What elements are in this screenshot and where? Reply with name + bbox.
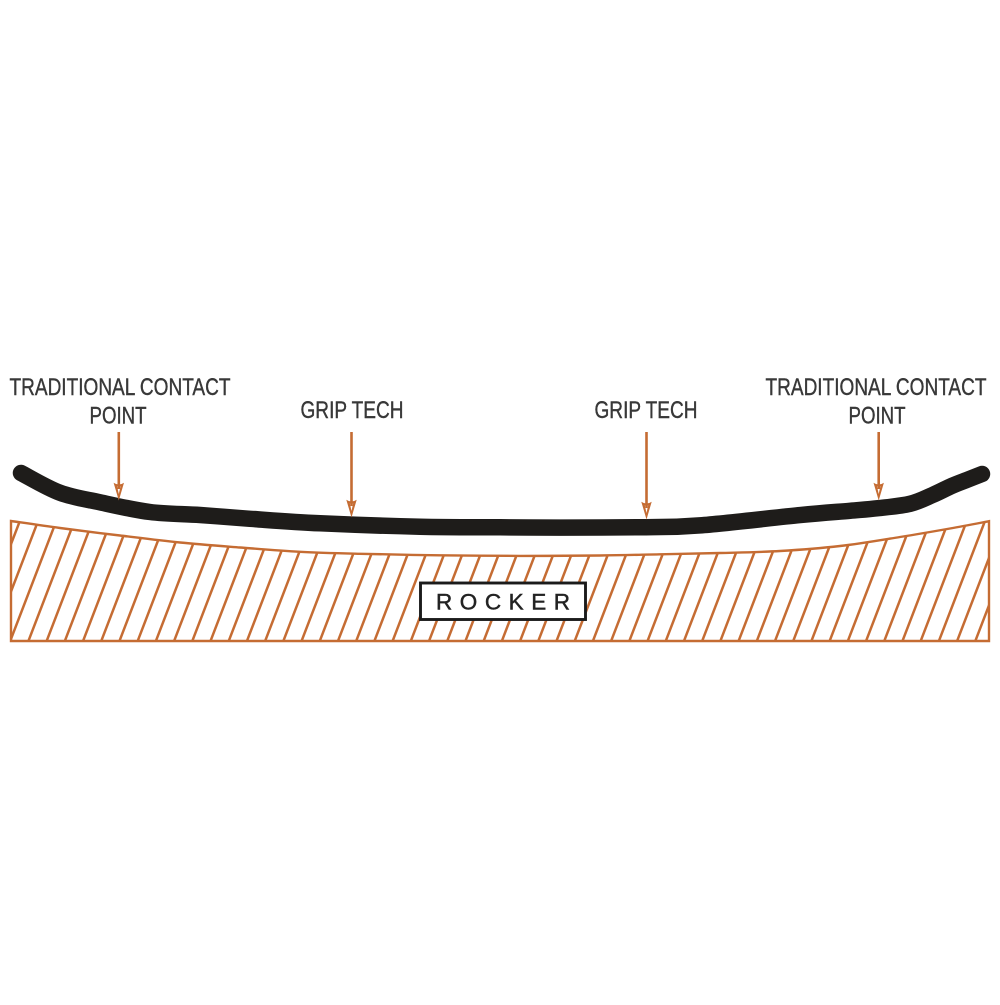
svg-text:TRADITIONAL CONTACT: TRADITIONAL CONTACT	[766, 374, 987, 401]
svg-text:POINT: POINT	[849, 403, 906, 430]
svg-text:GRIP TECH: GRIP TECH	[595, 397, 698, 424]
svg-text:POINT: POINT	[90, 403, 147, 430]
svg-text:GRIP TECH: GRIP TECH	[301, 397, 404, 424]
svg-text:TRADITIONAL CONTACT: TRADITIONAL CONTACT	[10, 374, 231, 401]
